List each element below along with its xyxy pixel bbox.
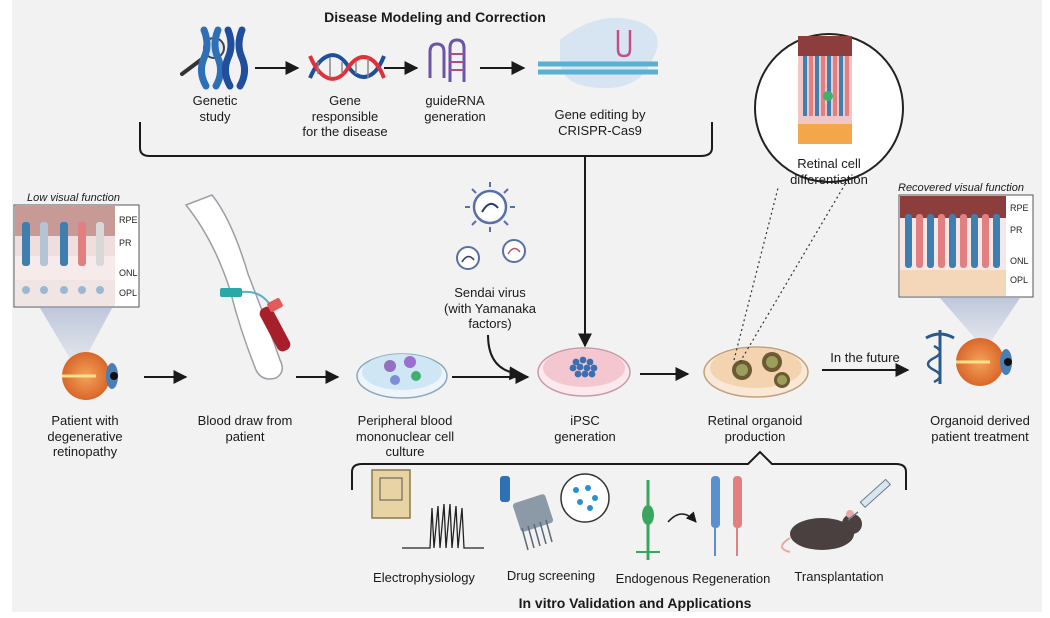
- line: mononuclear cell: [355, 428, 455, 444]
- regeneration-cells-icon: [636, 476, 742, 560]
- line: differentiation: [790, 171, 868, 187]
- endogenous-regeneration-label: Endogenous Regeneration: [615, 571, 771, 586]
- layer-label: ONL: [119, 268, 138, 278]
- arm-icon: [184, 194, 283, 380]
- ipsc-dish-icon: [537, 347, 631, 397]
- layer-label: RPE: [119, 215, 138, 225]
- eye-icon: [956, 338, 1012, 386]
- zoom-line: [739, 119, 884, 363]
- line: retinopathy: [52, 444, 118, 459]
- virus-icon: [456, 182, 526, 270]
- guide-rna-icon: [428, 38, 466, 82]
- low-function-retina: [13, 204, 140, 372]
- line: Gene: [329, 93, 361, 108]
- syringe-icon: [847, 478, 892, 521]
- genetic-study-label: Genetic study: [180, 93, 250, 124]
- microelectrode-icon: [371, 469, 484, 549]
- recovered-function-retina: [898, 194, 1034, 350]
- line: CRISPR-Cas9: [558, 122, 642, 138]
- chromosome-icon: [197, 26, 249, 90]
- line: Genetic: [192, 93, 238, 108]
- crispr-icon: [538, 17, 658, 89]
- sendai-label: Sendai virus (with Yamanaka factors): [430, 285, 550, 332]
- retinal-cell-diff-label: Retinal cell differentiation: [779, 156, 879, 187]
- mouse-icon: [781, 510, 862, 553]
- top-title: Disease Modeling and Correction: [324, 9, 546, 25]
- line: production: [724, 428, 786, 444]
- top-bracket: [139, 122, 713, 157]
- pipette-icon: [500, 473, 610, 551]
- low-function-title: Low visual function: [27, 192, 120, 204]
- transplantation-label: Transplantation: [794, 569, 884, 584]
- layer-label: PR: [1010, 225, 1023, 235]
- patient-label: Patient with degenerative retinopathy: [30, 413, 140, 460]
- line: guideRNA: [425, 93, 485, 108]
- layer-label: OPL: [119, 288, 138, 298]
- electrophysiology-label: Electrophysiology: [373, 570, 475, 585]
- organoid-dish-icon: [703, 346, 809, 398]
- guide-rna-label: guideRNA generation: [410, 93, 500, 124]
- pbmc-label: Peripheral blood mononuclear cell cultur…: [340, 413, 470, 460]
- gene-editing-label: Gene editing by CRISPR-Cas9: [545, 107, 655, 138]
- line: iPSC: [570, 413, 600, 428]
- drug-screening-label: Drug screening: [506, 568, 596, 583]
- line: Sendai virus: [454, 285, 526, 300]
- arrow-sendai: [487, 334, 524, 381]
- future-label: In the future: [830, 350, 900, 365]
- eye-icon: [62, 352, 118, 400]
- layer-label: ONL: [1010, 256, 1029, 266]
- line: study: [199, 108, 231, 124]
- line: degenerative: [47, 428, 123, 444]
- layer-label: OPL: [1010, 275, 1029, 285]
- line: Retinal organoid: [707, 413, 803, 428]
- treatment-label: Organoid derived patient treatment: [915, 413, 1045, 444]
- line: responsible: [311, 108, 379, 124]
- line: Blood draw from: [197, 413, 293, 428]
- line: Gene editing by: [554, 107, 646, 122]
- line: (with Yamanaka: [443, 300, 536, 316]
- retinal-cell-zoom: [754, 33, 904, 183]
- bottom-bracket: [351, 450, 907, 490]
- recovered-function-title: Recovered visual function: [898, 182, 1024, 194]
- organoid-label: Retinal organoid production: [695, 413, 815, 444]
- blood-tube-icon: [259, 298, 291, 352]
- pbmc-dish-icon: [356, 353, 448, 399]
- layer-label: RPE: [1010, 203, 1029, 213]
- line: culture: [385, 444, 425, 459]
- line: for the disease: [302, 124, 388, 139]
- line: generation: [424, 108, 486, 124]
- bottom-title: In vitro Validation and Applications: [518, 595, 752, 611]
- line: Retinal cell: [797, 156, 861, 171]
- gene-responsible-label: Gene responsible for the disease: [290, 93, 400, 140]
- line: Peripheral blood: [357, 413, 453, 428]
- layer-label: PR: [119, 238, 132, 248]
- line: factors): [468, 316, 512, 331]
- ipsc-label: iPSC generation: [545, 413, 625, 444]
- zoom-line: [733, 187, 779, 361]
- line: generation: [554, 428, 616, 444]
- line: Organoid derived: [930, 413, 1030, 428]
- line: patient treatment: [931, 428, 1029, 444]
- dna-helix-icon: [308, 53, 386, 81]
- line: Patient with: [51, 413, 119, 428]
- line: patient: [225, 428, 265, 444]
- caduceus-icon: [925, 330, 955, 384]
- blood-draw-label: Blood draw from patient: [185, 413, 305, 444]
